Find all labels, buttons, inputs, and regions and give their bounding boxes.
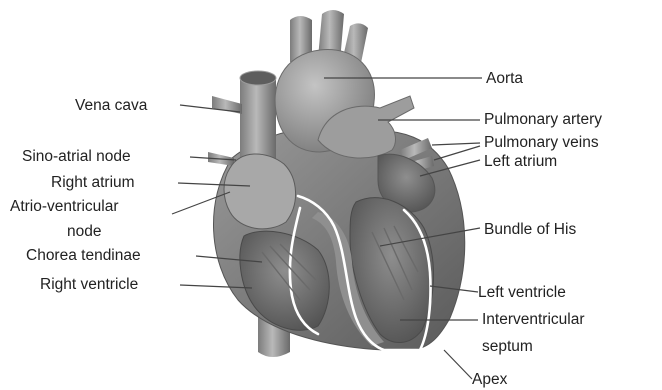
label-septum-line1: Interventricular	[482, 311, 585, 328]
label-pulmonary-veins: Pulmonary veins	[484, 134, 599, 151]
label-av-node-line1: Atrio-ventricular	[10, 198, 119, 215]
vena-cava-opening	[240, 71, 276, 85]
label-right-atrium: Right atrium	[51, 174, 135, 191]
label-septum-line2: septum	[482, 338, 533, 355]
leader-pulmonary-veins-2	[434, 146, 480, 160]
label-apex: Apex	[472, 371, 508, 388]
label-pulmonary-artery: Pulmonary artery	[484, 111, 602, 128]
label-chordae-tendinae: Chorea tendinae	[26, 247, 141, 264]
label-left-atrium: Left atrium	[484, 153, 557, 170]
label-vena-cava: Vena cava	[75, 97, 148, 114]
label-right-ventricle: Right ventricle	[40, 276, 138, 293]
leader-pulmonary-veins-1	[432, 143, 480, 145]
label-sino-atrial-node: Sino-atrial node	[22, 148, 131, 165]
label-bundle-of-his: Bundle of His	[484, 221, 576, 238]
right-atrium	[224, 154, 296, 229]
label-av-node-line2: node	[67, 223, 101, 240]
label-aorta: Aorta	[486, 70, 523, 87]
label-left-ventricle: Left ventricle	[478, 284, 566, 301]
leader-apex	[444, 350, 472, 379]
